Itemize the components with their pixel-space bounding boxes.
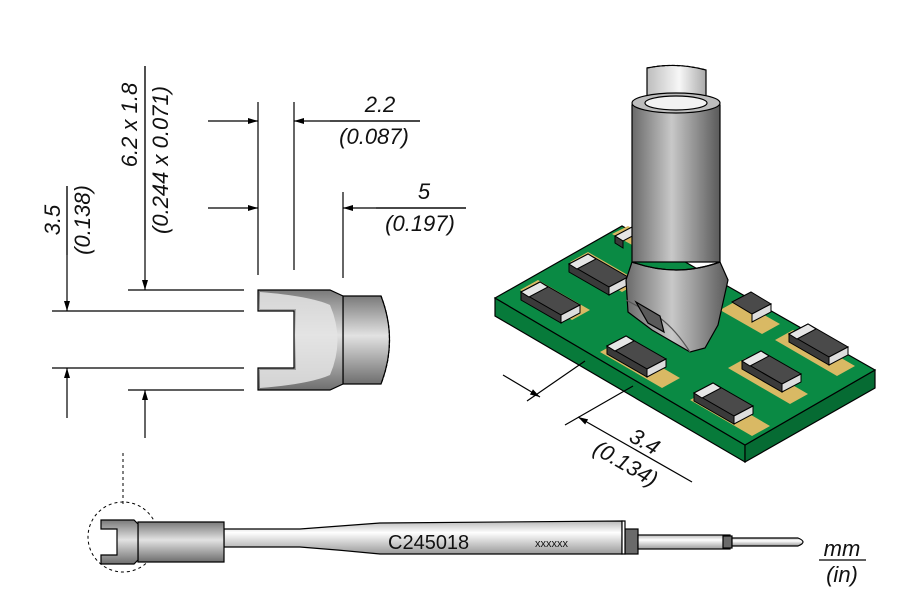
- dim-inner-gap-mm: 3.5: [40, 204, 65, 235]
- cartridge-serial-label: xxxxxx: [535, 538, 569, 550]
- units-primary: mm: [824, 536, 861, 561]
- soldering-tip-3d: [625, 64, 729, 353]
- dim-slot-width: 2.2 (0.087): [339, 92, 409, 149]
- dim-outer-size-mm: 6.2 x 1.8: [117, 82, 142, 167]
- dim-inner-gap-in: (0.138): [70, 185, 95, 255]
- smd-component: [692, 382, 755, 425]
- dim-outer-size: 6.2 x 1.8 (0.244 x 0.071): [117, 82, 173, 234]
- units-legend: mm (in): [819, 536, 866, 587]
- dim-outer-size-in: (0.244 x 0.071): [148, 86, 173, 234]
- dim-component-width: 3.4 (0.134): [589, 423, 664, 492]
- smd-component: [730, 291, 773, 323]
- smd-component: [787, 323, 850, 366]
- cartridge-side-view: C245018 xxxxxx: [87, 453, 804, 573]
- dim-tip-length-in: (0.197): [385, 211, 455, 236]
- cartridge-model-label: C245018: [388, 532, 469, 554]
- smd-component: [519, 281, 582, 324]
- tip-top-view: [257, 289, 391, 391]
- dim-inner-gap: 3.5 (0.138): [40, 185, 95, 255]
- dim-slot-width-mm: 2.2: [364, 92, 396, 117]
- smd-component: [740, 350, 803, 393]
- dim-component-width-lines: [502, 360, 693, 483]
- units-secondary: (in): [826, 562, 858, 587]
- dim-slot-width-in: (0.087): [339, 124, 409, 149]
- smd-component: [605, 335, 668, 378]
- dim-tip-length: 5 (0.197): [385, 179, 455, 236]
- dimension-rules: [66, 66, 466, 255]
- dim-tip-length-mm: 5: [418, 179, 431, 204]
- smd-components: [519, 226, 850, 425]
